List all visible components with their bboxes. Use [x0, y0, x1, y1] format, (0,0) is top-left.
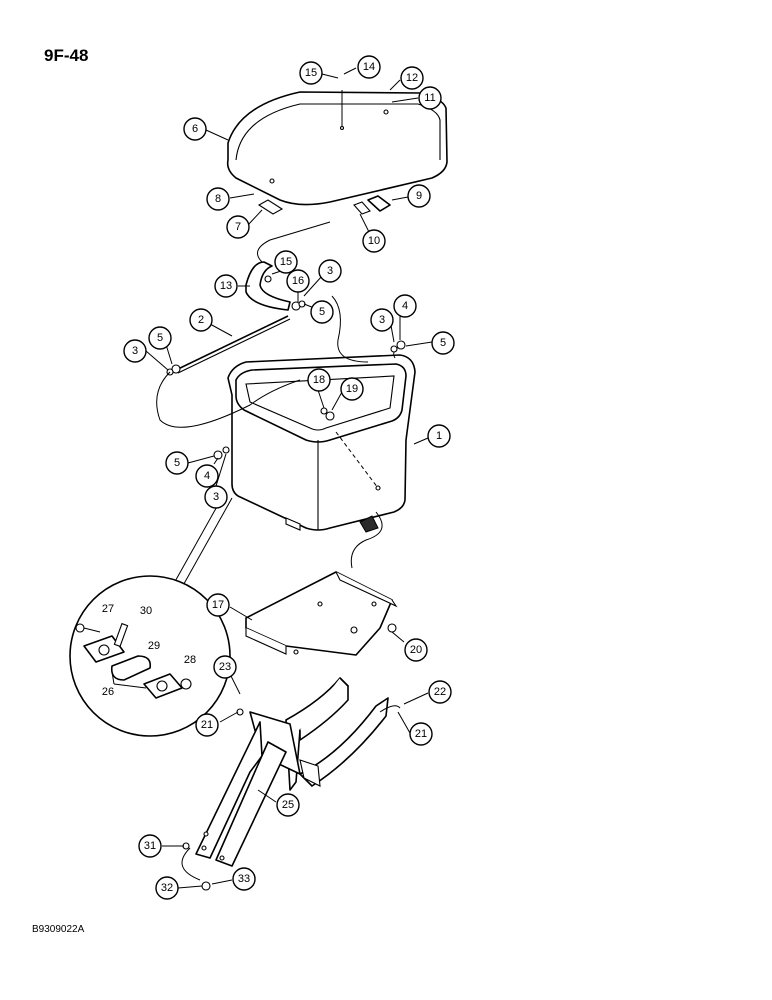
svg-text:25: 25 — [282, 799, 294, 811]
svg-text:5: 5 — [174, 457, 180, 469]
callout-12: 12 — [400, 66, 424, 90]
callout-13: 13 — [214, 274, 238, 298]
svg-text:31: 31 — [144, 840, 156, 852]
svg-text:3: 3 — [379, 314, 385, 326]
callout-23: 23 — [213, 655, 237, 679]
hold-down-strap — [245, 261, 306, 311]
svg-text:3: 3 — [327, 265, 333, 277]
svg-text:8: 8 — [215, 193, 221, 205]
svg-text:32: 32 — [161, 882, 173, 894]
callout-7: 7 — [226, 215, 250, 239]
svg-text:21: 21 — [415, 728, 427, 740]
svg-text:17: 17 — [212, 599, 224, 611]
callout-5-strap: 5 — [310, 300, 334, 324]
svg-text:20: 20 — [410, 644, 422, 656]
page-number: 9F-48 — [44, 46, 89, 65]
drawing-code: B9309022A — [32, 924, 85, 935]
svg-text:5: 5 — [319, 306, 325, 318]
callout-8: 8 — [206, 187, 230, 211]
svg-text:9: 9 — [416, 190, 422, 202]
svg-text:2: 2 — [198, 314, 204, 326]
svg-text:3: 3 — [213, 491, 219, 503]
svg-text:1: 1 — [436, 430, 442, 442]
svg-text:5: 5 — [157, 332, 163, 344]
callout-18: 18 — [307, 368, 331, 392]
callout-31: 31 — [138, 834, 162, 858]
leader-lines — [145, 67, 433, 889]
detail-label-27: 27 — [102, 603, 114, 615]
callout-3-left: 3 — [123, 339, 147, 363]
callout-21-right: 21 — [409, 722, 433, 746]
detail-label-30: 30 — [140, 605, 152, 617]
hopper-lid — [226, 90, 448, 206]
svg-text:18: 18 — [313, 374, 325, 386]
callout-32: 32 — [155, 876, 179, 900]
callout-25: 25 — [276, 793, 300, 817]
svg-text:7: 7 — [235, 221, 241, 233]
svg-text:3: 3 — [132, 345, 138, 357]
svg-text:21: 21 — [201, 719, 213, 731]
callout-5-lower: 5 — [165, 451, 189, 475]
callout-21-left: 21 — [195, 713, 219, 737]
callout-2: 2 — [189, 308, 213, 332]
svg-text:11: 11 — [424, 92, 435, 104]
callout-6: 6 — [183, 117, 207, 141]
callout-3-strap: 3 — [318, 259, 342, 283]
detail-view-circle: 27 30 29 28 26 — [69, 493, 233, 737]
detail-label-28: 28 — [184, 654, 196, 666]
svg-text:15: 15 — [280, 256, 292, 268]
callout-9: 9 — [407, 184, 431, 208]
svg-text:10: 10 — [368, 235, 380, 247]
svg-text:4: 4 — [402, 300, 408, 312]
callout-5-right: 5 — [431, 331, 455, 355]
callout-4-right: 4 — [393, 294, 417, 318]
callout-11: 11 — [418, 86, 442, 110]
callout-15-strap: 15 — [274, 250, 298, 274]
callout-19: 19 — [340, 377, 364, 401]
callout-20: 20 — [404, 638, 428, 662]
svg-text:33: 33 — [238, 873, 250, 885]
callout-10: 10 — [362, 229, 386, 253]
svg-text:15: 15 — [305, 67, 317, 79]
tie-rod — [175, 315, 291, 374]
callout-3-lower: 3 — [204, 485, 228, 509]
lid-hinge-right — [353, 195, 391, 215]
callout-4-lower: 4 — [195, 464, 219, 488]
seed-hopper-box — [227, 354, 416, 533]
svg-text:13: 13 — [220, 280, 232, 292]
callout-15-top: 15 — [299, 61, 323, 85]
callout-1: 1 — [427, 424, 451, 448]
callout-14: 14 — [357, 55, 381, 79]
svg-text:4: 4 — [204, 470, 210, 482]
svg-text:16: 16 — [292, 275, 304, 287]
svg-text:14: 14 — [363, 61, 375, 73]
callout-17: 17 — [206, 593, 230, 617]
svg-text:23: 23 — [219, 661, 231, 673]
svg-text:22: 22 — [434, 686, 446, 698]
callout-5-left: 5 — [148, 326, 172, 350]
svg-text:6: 6 — [192, 123, 198, 135]
callout-16: 16 — [286, 269, 310, 293]
detail-label-26: 26 — [102, 686, 114, 698]
mounting-shank — [195, 677, 389, 867]
svg-text:12: 12 — [406, 72, 418, 84]
callout-3-right: 3 — [370, 308, 394, 332]
svg-text:19: 19 — [346, 383, 358, 395]
detail-label-29: 29 — [148, 640, 160, 652]
lid-hinge-left — [257, 199, 284, 215]
callout-33: 33 — [232, 867, 256, 891]
mounting-bracket — [245, 571, 398, 656]
callout-22: 22 — [428, 680, 452, 704]
svg-text:5: 5 — [440, 337, 446, 349]
